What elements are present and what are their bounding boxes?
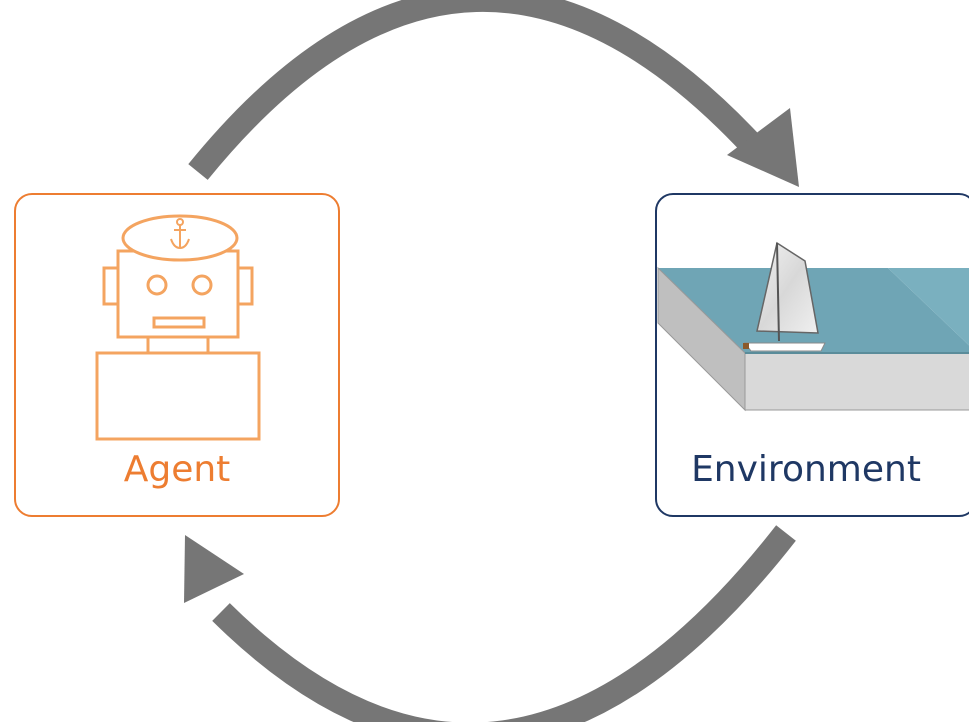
agent-box: Agent bbox=[14, 193, 340, 517]
agent-label: Agent bbox=[123, 449, 231, 490]
robot-captain-icon bbox=[95, 214, 261, 441]
environment-box: Environment bbox=[655, 193, 969, 517]
sailboat-pool-icon bbox=[657, 241, 969, 412]
environment-label: Environment bbox=[691, 449, 921, 490]
